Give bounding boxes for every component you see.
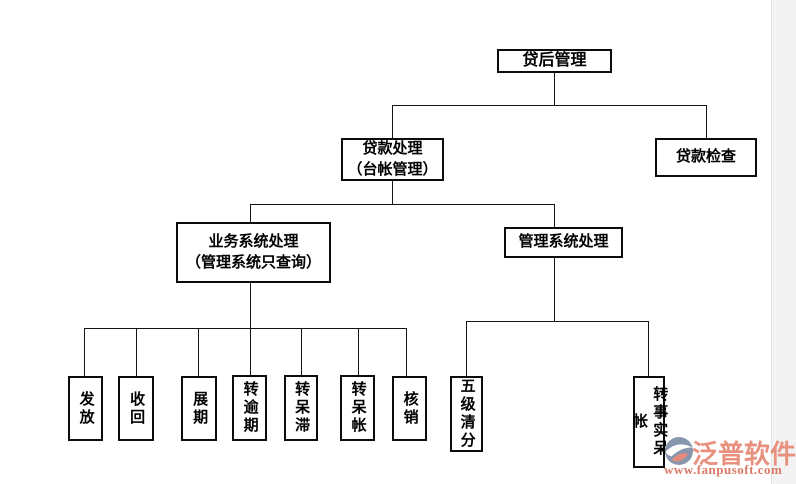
node-label: 转事实呆帐 bbox=[631, 386, 669, 458]
node-label-line1: 业务系统处理 bbox=[208, 233, 299, 251]
node-label: 转逾期 bbox=[241, 381, 259, 435]
connector-line bbox=[84, 328, 407, 329]
node-management-system-processing[interactable]: 管理系统处理 bbox=[504, 227, 623, 258]
node-to-actual-bad-debt[interactable]: 转事实呆帐 bbox=[631, 376, 668, 468]
node-label: 管理系统处理 bbox=[518, 233, 609, 251]
node-post-loan-management[interactable]: 贷后管理 bbox=[497, 49, 612, 73]
node-to-overdue[interactable]: 转逾期 bbox=[232, 375, 267, 441]
node-extend[interactable]: 展期 bbox=[181, 376, 217, 441]
node-label: 贷后管理 bbox=[522, 52, 587, 70]
fanpu-logo-icon bbox=[665, 437, 693, 465]
connector-line bbox=[250, 283, 251, 328]
node-label: 展期 bbox=[191, 390, 209, 427]
connector-line bbox=[136, 328, 137, 376]
node-write-off[interactable]: 核销 bbox=[392, 376, 427, 441]
connector-line bbox=[648, 321, 649, 376]
node-label: 发放 bbox=[77, 390, 95, 427]
node-label-line1: 贷款处理 bbox=[362, 140, 423, 158]
watermark-url: www.fanpusoft.com bbox=[664, 462, 783, 477]
connector-line bbox=[554, 258, 555, 321]
node-to-stagnant[interactable]: 转呆滞 bbox=[284, 375, 318, 441]
connector-line bbox=[250, 328, 251, 376]
page-edge-band bbox=[771, 0, 796, 484]
connector-line bbox=[392, 105, 707, 106]
connector-line bbox=[554, 73, 555, 105]
connector-line bbox=[406, 328, 407, 376]
connector-line bbox=[250, 204, 251, 222]
node-issue[interactable]: 发放 bbox=[68, 376, 103, 441]
node-label-line2: （管理系统只查询） bbox=[185, 253, 321, 271]
node-label: 收回 bbox=[128, 390, 146, 427]
connector-line bbox=[466, 321, 649, 322]
node-recover[interactable]: 收回 bbox=[118, 376, 154, 441]
node-label: 五级清分 bbox=[458, 378, 476, 450]
node-five-level-sort[interactable]: 五级清分 bbox=[450, 376, 483, 452]
connector-line bbox=[392, 105, 393, 138]
connector-line bbox=[358, 328, 359, 376]
connector-line bbox=[554, 204, 555, 227]
node-to-bad-debt[interactable]: 转呆帐 bbox=[340, 375, 375, 441]
connector-line bbox=[706, 105, 707, 138]
connector-line bbox=[250, 204, 555, 205]
watermark-brand: 泛普软件 bbox=[692, 439, 796, 469]
node-loan-processing[interactable]: 贷款处理 （台帐管理） bbox=[341, 138, 444, 181]
node-loan-check[interactable]: 贷款检查 bbox=[655, 138, 757, 177]
connector-line bbox=[466, 321, 467, 376]
node-business-system-processing[interactable]: 业务系统处理 （管理系统只查询） bbox=[176, 222, 331, 283]
node-label: 转呆帐 bbox=[349, 381, 367, 435]
node-label-line2: （台帐管理） bbox=[347, 160, 438, 178]
node-label: 贷款检查 bbox=[675, 148, 736, 166]
node-label: 核销 bbox=[401, 390, 419, 427]
connector-line bbox=[392, 180, 393, 204]
connector-line bbox=[84, 328, 85, 376]
connector-line bbox=[301, 328, 302, 376]
connector-line bbox=[198, 328, 199, 376]
node-label: 转呆滞 bbox=[293, 381, 311, 435]
